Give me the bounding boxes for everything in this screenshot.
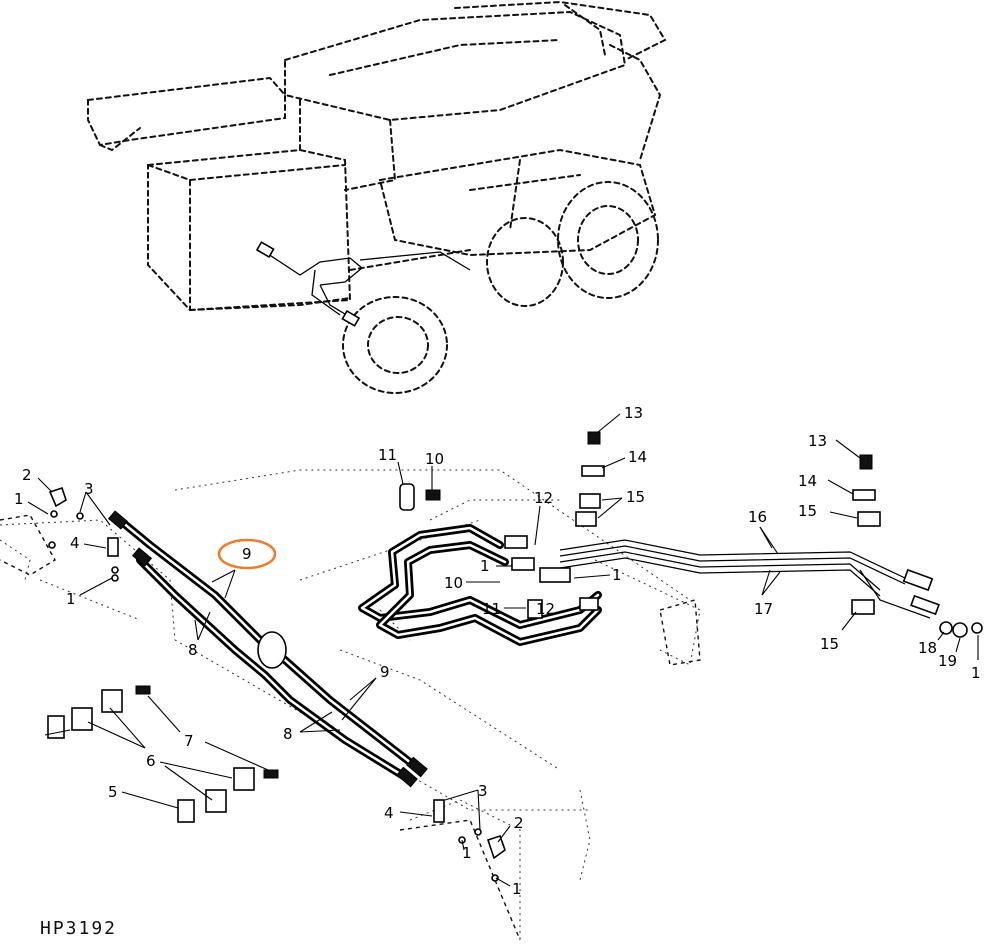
- callout-11-center: 11: [482, 600, 501, 618]
- callout-9-highlight-ring: [217, 538, 277, 570]
- callout-1-right-a: 1: [462, 844, 472, 862]
- callout-12-top: 12: [534, 489, 553, 507]
- callout-10-top: 10: [425, 450, 444, 468]
- callout-18: 18: [918, 639, 937, 657]
- callout-15-center: 15: [626, 488, 645, 506]
- callout-5: 5: [108, 783, 118, 801]
- callout-1-center-a: 1: [480, 557, 490, 575]
- callout-8-lower: 8: [283, 725, 293, 743]
- callout-15-right-top: 15: [798, 502, 817, 520]
- callout-9-highlighted: 9: [242, 545, 252, 563]
- callout-6: 6: [146, 752, 156, 770]
- callout-3-right: 3: [478, 782, 488, 800]
- callout-2-left: 2: [22, 466, 32, 484]
- figure-code: HP3192: [40, 918, 117, 939]
- callout-10-center: 10: [444, 574, 463, 592]
- callout-1-right-b: 1: [512, 880, 522, 898]
- callout-1-left-bottom: 1: [66, 590, 76, 608]
- callout-1-left-top: 1: [14, 490, 24, 508]
- callout-2-right: 2: [514, 814, 524, 832]
- callout-3-left: 3: [84, 480, 94, 498]
- callout-8-upper: 8: [188, 641, 198, 659]
- callout-15-right-bottom: 15: [820, 635, 839, 653]
- callout-14-center: 14: [628, 448, 647, 466]
- callout-13-right: 13: [808, 432, 827, 450]
- callout-9-lower: 9: [380, 663, 390, 681]
- callout-7: 7: [184, 732, 194, 750]
- callout-13-center: 13: [624, 404, 643, 422]
- center-hose-assembly: [358, 431, 983, 666]
- callout-19: 19: [938, 652, 957, 670]
- callout-14-right: 14: [798, 472, 817, 490]
- callout-12-center: 12: [536, 600, 555, 618]
- callout-labels: 2 1 3 4 1 9 8 7 6 5 9 8 3 4 2 1 1 11 10 …: [14, 404, 981, 898]
- callout-17: 17: [754, 600, 773, 618]
- callout-4-right: 4: [384, 804, 394, 822]
- left-hose-assembly: [0, 486, 521, 941]
- leader-lines: [27, 413, 979, 887]
- tractor-outline: [87, 0, 667, 394]
- callout-1-center-b: 1: [612, 566, 622, 584]
- callout-11-top: 11: [378, 446, 397, 464]
- callout-16: 16: [748, 508, 767, 526]
- callout-1-far-right: 1: [971, 664, 981, 682]
- callout-4-left: 4: [70, 534, 80, 552]
